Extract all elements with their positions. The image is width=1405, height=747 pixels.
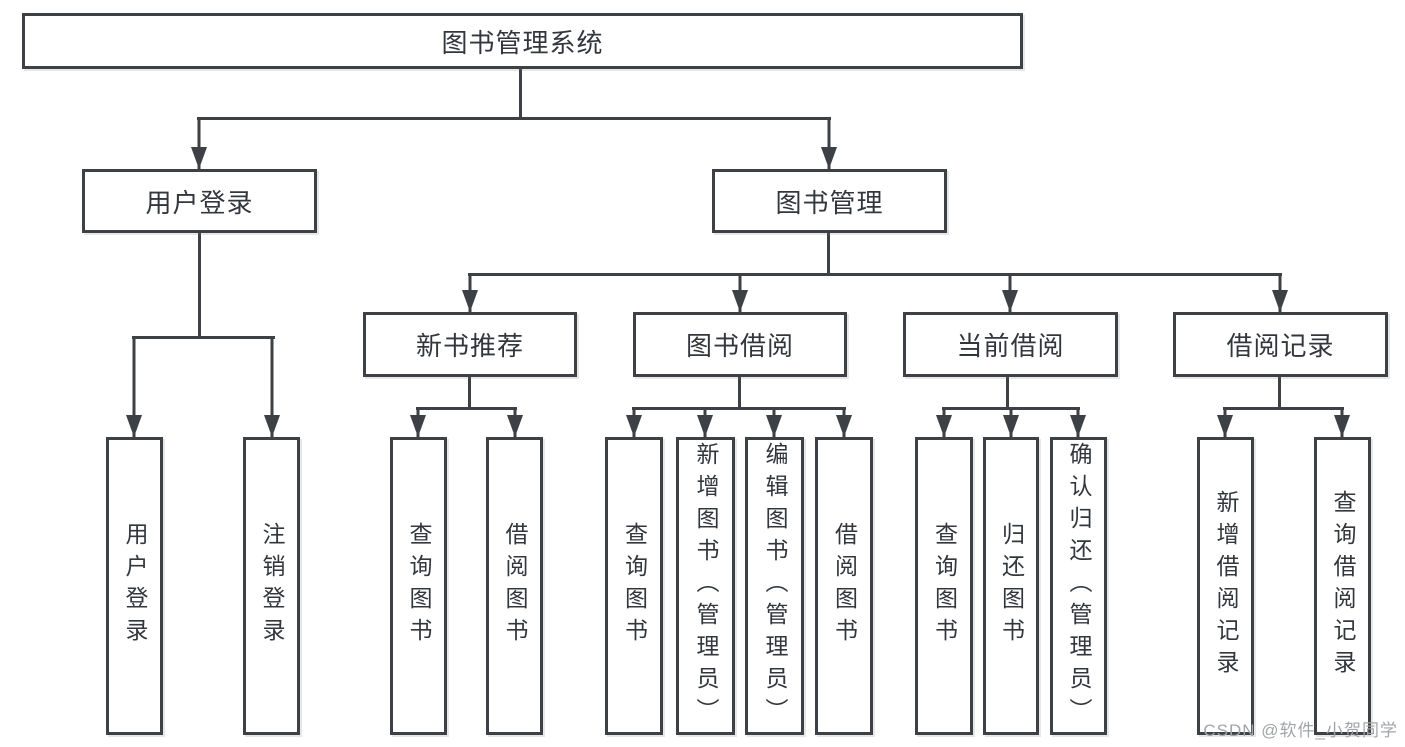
connector-book-management-stub	[827, 233, 830, 276]
arrow-down-icon	[507, 415, 523, 437]
arrow-down-icon	[836, 415, 852, 437]
connector-drop	[626, 407, 642, 437]
connector-drop	[821, 117, 837, 169]
node-book-management: 图书管理	[712, 169, 947, 233]
node-book-borrowing: 图书借阅	[633, 312, 847, 377]
arrow-down-icon	[821, 147, 837, 169]
leaf-borrow-books-recommend: 借阅图书	[486, 437, 543, 735]
connector-drop	[1334, 407, 1350, 437]
leaf-add-borrow-record: 新增借阅记录	[1197, 437, 1254, 735]
connector-book-borrow-hline	[632, 407, 846, 410]
leaf-query-borrow-record: 查询借阅记录	[1314, 437, 1371, 735]
arrow-down-icon	[1003, 415, 1019, 437]
leaf-query-books-current: 查询图书	[915, 437, 973, 735]
node-borrowing-records: 借阅记录	[1173, 312, 1388, 377]
watermark: CSDN @软件_小贺同学	[1203, 721, 1398, 740]
connector-drop	[462, 273, 478, 312]
node-new-book-recommend: 新书推荐	[363, 312, 577, 377]
connector-drop	[191, 117, 207, 169]
connector-drop	[732, 273, 748, 312]
connector-drop	[1003, 407, 1019, 437]
arrow-down-icon	[766, 415, 782, 437]
connector-new-book-hline	[416, 407, 517, 410]
connector-new-book-stub	[468, 377, 471, 410]
connector-line	[270, 336, 274, 437]
connector-drop	[410, 407, 426, 437]
connector-drop	[1070, 407, 1086, 437]
connector-root-stub	[519, 69, 522, 120]
connector-book-management-hline	[468, 273, 1282, 276]
node-user-login: 用户登录	[82, 169, 317, 233]
connector-drop	[836, 407, 852, 437]
leaf-add-books-admin: 新增图书（管理员）	[676, 437, 735, 735]
leaf-query-books-borrow: 查询图书	[605, 437, 663, 735]
arrow-down-icon	[1272, 290, 1288, 312]
arrow-down-icon	[264, 415, 280, 437]
connector-current-borrow-stub	[1006, 377, 1009, 410]
connector-line	[827, 117, 831, 169]
connector-user-login-hline	[132, 336, 275, 339]
arrow-down-icon	[191, 147, 207, 169]
connector-records-stub	[1278, 377, 1281, 410]
connector-line	[197, 117, 201, 169]
connector-drop	[766, 407, 782, 437]
connector-drop	[264, 336, 280, 437]
arrow-down-icon	[410, 415, 426, 437]
arrow-down-icon	[732, 290, 748, 312]
connector-drop	[697, 407, 713, 437]
arrow-down-icon	[626, 415, 642, 437]
arrow-down-icon	[1334, 415, 1350, 437]
connector-drop	[936, 407, 952, 437]
leaf-query-books-recommend: 查询图书	[390, 437, 447, 735]
leaf-logout: 注销登录	[243, 437, 300, 735]
arrow-down-icon	[1070, 415, 1086, 437]
leaf-confirm-return-admin: 确认归还（管理员）	[1050, 437, 1107, 735]
connector-user-login-stub	[198, 233, 201, 339]
arrow-down-icon	[126, 415, 142, 437]
arrow-down-icon	[1002, 290, 1018, 312]
connector-drop	[1002, 273, 1018, 312]
leaf-edit-books-admin: 编辑图书（管理员）	[745, 437, 804, 735]
connector-drop	[126, 336, 142, 437]
node-current-borrowing: 当前借阅	[903, 312, 1118, 377]
connector-drop	[1272, 273, 1288, 312]
connector-drop	[507, 407, 523, 437]
arrow-down-icon	[1217, 415, 1233, 437]
leaf-return-books: 归还图书	[983, 437, 1039, 735]
connector-records-hline	[1223, 407, 1344, 410]
connector-level1-hline	[197, 117, 831, 120]
arrow-down-icon	[697, 415, 713, 437]
connector-line	[132, 336, 136, 437]
node-root: 图书管理系统	[22, 13, 1023, 69]
leaf-user-login: 用户登录	[106, 437, 163, 735]
leaf-borrow-books: 借阅图书	[815, 437, 873, 735]
connector-drop	[1217, 407, 1233, 437]
arrow-down-icon	[936, 415, 952, 437]
arrow-down-icon	[462, 290, 478, 312]
connector-book-borrow-stub	[738, 377, 741, 410]
